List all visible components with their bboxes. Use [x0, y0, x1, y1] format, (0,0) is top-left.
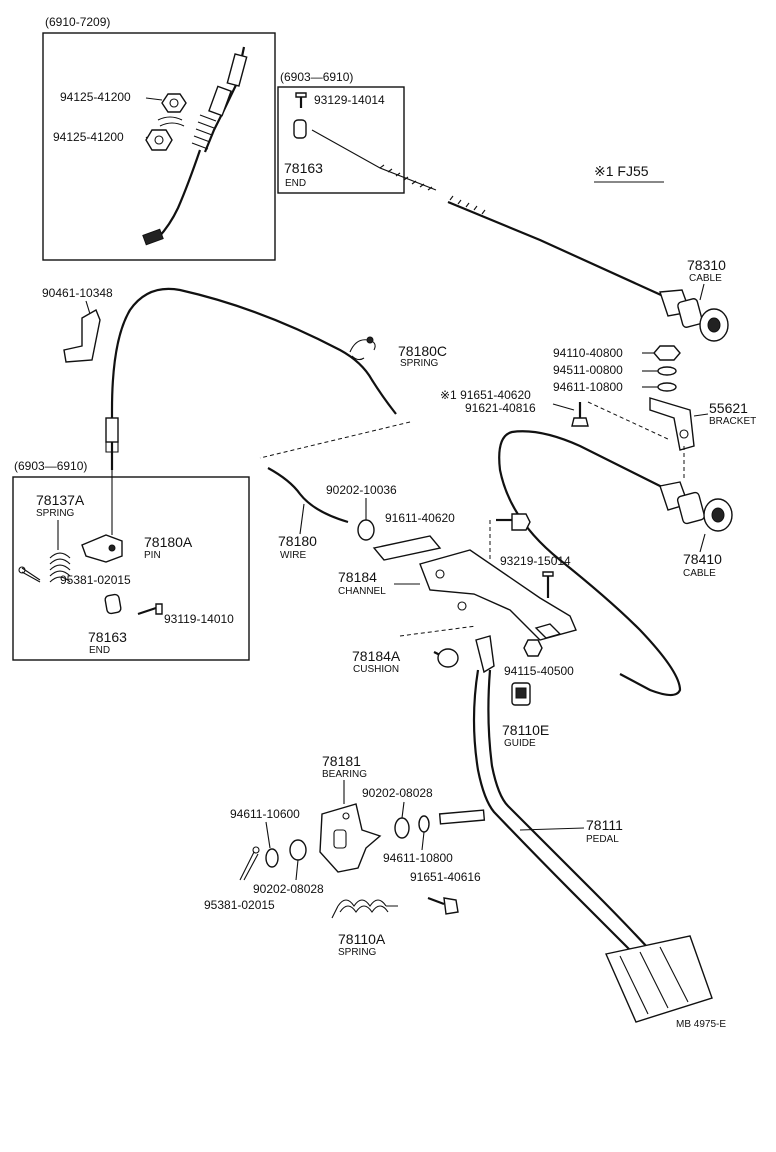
bracket-55621 [649, 397, 695, 451]
label-94110: 94110-40800 [553, 346, 623, 360]
washer-94611-10800 [418, 815, 430, 833]
nut-94110 [653, 345, 681, 361]
label-78163-low-num: 78163 [88, 629, 127, 645]
label-78184-name: CHANNEL [338, 586, 386, 597]
label-93219: 93219-15014 [500, 554, 571, 568]
label-78410-name: CABLE [683, 568, 716, 579]
washer-90202-08028-a [394, 817, 410, 839]
label-90202-08028-b: 90202-08028 [253, 882, 324, 896]
label-95381-a: 95381-02015 [60, 573, 131, 587]
pin-78180a [81, 480, 123, 563]
end-78163-top [293, 119, 307, 139]
box-upper-left-label: (6910-7209) [45, 15, 110, 29]
label-78180a-name: PIN [144, 550, 161, 561]
box-upper-mid: (6903—6910) [277, 70, 405, 194]
box-upper-mid-label: (6903—6910) [280, 70, 353, 84]
footer-code: MB 4975-E [676, 1019, 726, 1030]
label-90202-10036: 90202-10036 [326, 483, 397, 497]
label-94611-top: 94611-10800 [553, 380, 623, 394]
label-91621: 91621-40816 [465, 401, 536, 415]
label-78110e-num: 78110E [502, 722, 549, 738]
screw-93119 [137, 603, 163, 616]
label-78137a-num: 78137A [36, 492, 85, 508]
label-91651-40616: 91651-40616 [410, 870, 481, 884]
label-78184a-name: CUSHION [353, 664, 399, 675]
label-78163-top-name: END [285, 178, 306, 189]
washer-94611-top [657, 382, 677, 392]
label-91611: 91611-40620 [385, 511, 455, 525]
label-93129: 93129-14014 [314, 93, 385, 107]
nut-upper [157, 93, 187, 127]
nut-lower [145, 129, 173, 151]
label-78180-name: WIRE [280, 550, 306, 561]
screw-93219 [542, 571, 554, 598]
cable-end-assembly-upper [142, 46, 248, 246]
label-78163-top-num: 78163 [284, 160, 323, 176]
bearing-78181 [319, 803, 382, 873]
label-78110a-num: 78110A [338, 931, 386, 947]
label-78310-name: CABLE [689, 273, 722, 284]
bolt-91611 [496, 513, 531, 531]
cable-78410 [498, 430, 733, 697]
label-78110a-name: SPRING [338, 947, 377, 958]
label-78180c-num: 78180C [398, 343, 447, 359]
label-78180c-name: SPRING [400, 358, 439, 369]
box-lower-left-label: (6903—6910) [14, 459, 87, 473]
label-93119: 93119-14010 [164, 612, 234, 626]
label-94125-b: 94125-41200 [53, 130, 124, 144]
label-78310-num: 78310 [687, 257, 726, 273]
screw-93129 [295, 92, 307, 108]
label-90461: 90461-10348 [42, 286, 113, 300]
cable-78310 [447, 195, 729, 342]
label-94115: 94115-40500 [504, 664, 574, 678]
spring-78137a [49, 552, 71, 583]
throttle-cable-long [105, 287, 397, 480]
box-upper-left: (6910-7209) [42, 15, 276, 261]
label-78111-num: 78111 [586, 817, 623, 833]
guide-78110e [511, 682, 531, 706]
channel-78184 [372, 535, 577, 641]
label-94611-10600: 94611-10600 [230, 807, 300, 821]
bolt-91651-40616 [427, 896, 459, 915]
spring-78180c [349, 336, 376, 361]
label-78111-name: PEDAL [586, 834, 619, 845]
wire-78180 [267, 467, 375, 541]
label-78184-num: 78184 [338, 569, 377, 585]
bolt-91621 [571, 402, 589, 427]
label-94511: 94511-00800 [553, 363, 623, 377]
box-lower-left: (6903—6910) [12, 459, 250, 661]
label-95381-b: 95381-02015 [204, 898, 275, 912]
label-94125-a: 94125-41200 [60, 90, 131, 104]
label-78180-num: 78180 [278, 533, 317, 549]
end-78163-low [104, 593, 122, 615]
label-78180a-num: 78180A [144, 534, 193, 550]
label-78410-num: 78410 [683, 551, 722, 567]
label-78163-low-name: END [89, 645, 110, 656]
clip-90461 [63, 308, 101, 363]
label-78181-name: BEARING [322, 769, 367, 780]
spring-78110a [331, 899, 398, 919]
washer-94611-10600 [265, 848, 279, 868]
label-90202-08028-a: 90202-08028 [362, 786, 433, 800]
label-94611-10800: 94611-10800 [383, 851, 453, 865]
label-78184a-num: 78184A [352, 648, 401, 664]
label-78110e-name: GUIDE [504, 738, 536, 749]
label-91651-40620: ※1 91651-40620 [440, 388, 531, 402]
note-fj55: ※1 FJ55 [594, 163, 649, 179]
nut-94115 [523, 639, 543, 657]
cotter-pin-95381-a [18, 566, 41, 583]
cotter-pin-95381-b [239, 846, 260, 881]
washer-90202-08028-b [289, 839, 307, 861]
cushion-78184a [433, 648, 459, 668]
label-55621-name: BRACKET [709, 416, 756, 427]
label-55621-num: 55621 [709, 400, 748, 416]
pedal-78111 [438, 635, 713, 1023]
label-78137a-name: SPRING [36, 508, 75, 519]
washer-94511 [657, 366, 677, 376]
label-78181-num: 78181 [322, 753, 361, 769]
